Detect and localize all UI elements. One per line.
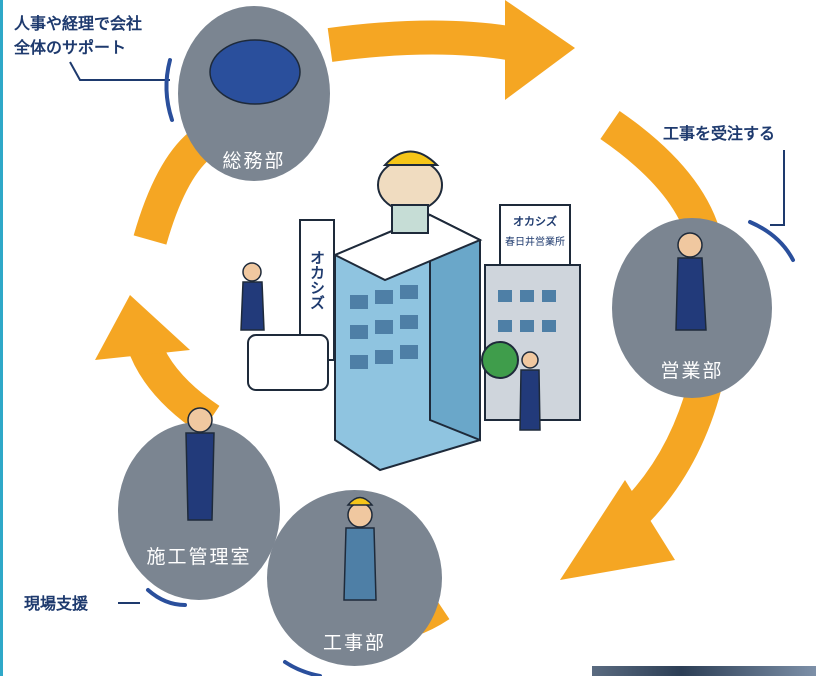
order-note: 工事を受注する [663, 124, 776, 143]
mascot-illustration [377, 150, 443, 234]
arc-soumu [164, 58, 174, 122]
branch-sign-line2: 春日井営業所 [505, 235, 565, 248]
connector-order [770, 150, 785, 226]
arrowhead-3 [95, 295, 190, 360]
edge-accent [0, 0, 3, 676]
dept-eigyo-label: 営業部 [660, 360, 724, 382]
site-support-note: 現場支援 [24, 594, 89, 613]
person-figures [240, 262, 541, 431]
dept-sekou-circle: 施工管理室 [118, 422, 280, 600]
photo-thumbnail [592, 666, 816, 676]
dept-sekou-label: 施工管理室 [146, 546, 252, 568]
arrowhead-1 [505, 0, 575, 100]
arc-sekou [146, 588, 187, 607]
arrow-left-up [133, 131, 212, 245]
dept-soumu-circle: 総務部 [178, 6, 330, 181]
dept-kouji-label: 工事部 [322, 632, 386, 654]
dept-eigyo-circle: 営業部 [612, 218, 772, 398]
arc-kouji [283, 660, 322, 676]
support-note-line2: 全体のサポート [14, 38, 127, 57]
central-building [247, 204, 581, 472]
branch-sign-line1: オカシズ [513, 214, 557, 228]
dept-soumu-label: 総務部 [222, 150, 286, 172]
dept-kouji-circle: 工事部 [267, 490, 442, 666]
main-sign-text: オカシズ [308, 250, 326, 310]
connector-support [69, 61, 170, 81]
arrowhead-2 [560, 480, 675, 580]
arc-eigyo [748, 220, 795, 262]
arrow-soumu-to-eigyo [327, 20, 524, 62]
support-note-line1: 人事や経理で会社 [14, 14, 143, 33]
